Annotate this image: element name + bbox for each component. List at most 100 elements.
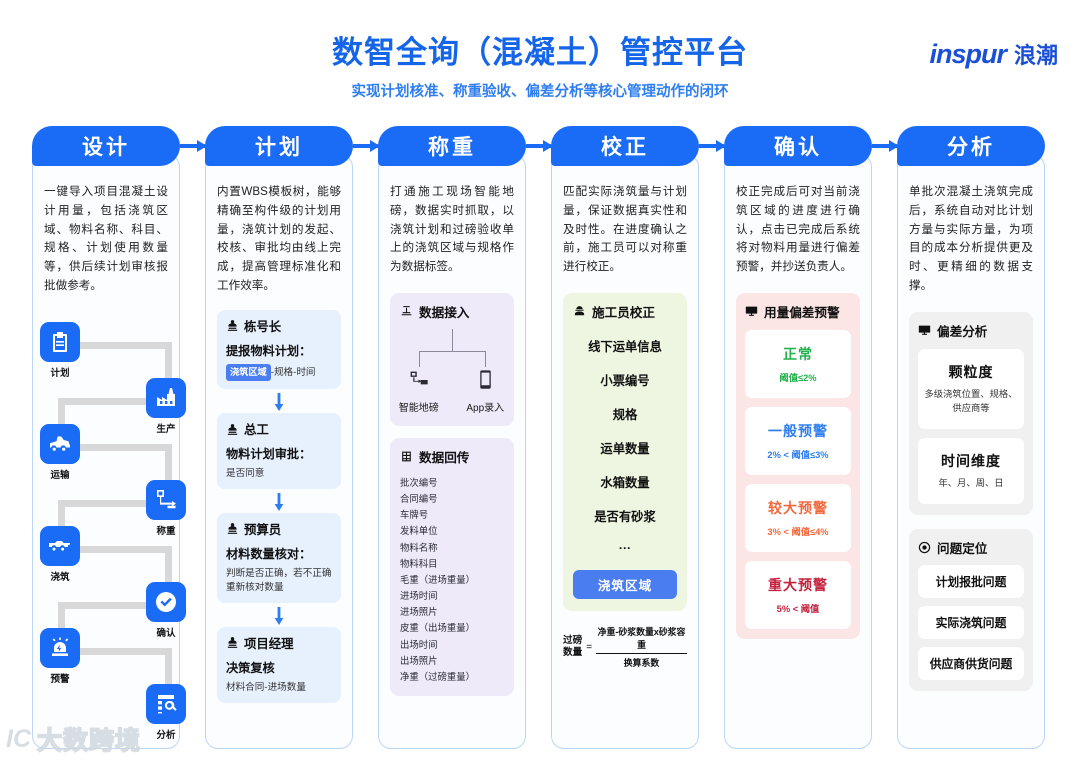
pour-zone-button[interactable]: 浇筑区域 xyxy=(573,569,677,599)
pump-truck-icon xyxy=(49,541,70,551)
flow-node-weighing[interactable] xyxy=(146,480,186,520)
flow-node-analysis[interactable] xyxy=(146,684,186,724)
deviation-analysis-panel: 偏差分析 颗粒度 多级浇筑位置、规格、供应商等 时间维度 年、月、周、日 xyxy=(909,311,1033,515)
target-icon xyxy=(918,541,931,553)
alert-level-normal[interactable]: 正常 阈值≤2% xyxy=(745,329,851,398)
alert-level-name: 正常 xyxy=(783,345,813,362)
alert-level-major[interactable]: 较大预警 3% < 阈值≤4% xyxy=(745,483,851,552)
data-access-panel: 数据接入 智能地磅 App录入 xyxy=(390,292,514,426)
role-card-project-manager[interactable]: 项目经理 决策复核 材料合同-进场数量 xyxy=(217,626,341,703)
arrow-down-icon xyxy=(274,492,284,511)
flow-connector xyxy=(58,648,172,655)
stage-title-weighing[interactable]: 称重 xyxy=(378,126,526,166)
stage-arrow-3 xyxy=(526,140,553,152)
field-item: 进场时间 xyxy=(400,590,438,602)
role-name: 预算员 xyxy=(244,522,282,537)
usage-deviation-alert-panel: 用量偏差预警 正常 阈值≤2% 一般预警 2% < 阈值≤3% 较大预警 3% … xyxy=(736,292,860,639)
flow-connector xyxy=(58,398,172,405)
flow-node-plan[interactable] xyxy=(40,322,80,362)
dimension-desc: 多级浇筑位置、规格、供应商等 xyxy=(924,388,1018,413)
stage-desc-weighing: 打通施工现场智能地磅，数据实时抓取，以浇筑计划和过磅验收单上的浇筑区域与规格作为… xyxy=(390,185,514,274)
role-card-building-chief[interactable]: 栋号长 提报物料计划： 浇筑区域-规格-时间 xyxy=(217,309,341,390)
mobile-phone-icon xyxy=(480,370,491,389)
flow-connector xyxy=(78,342,172,349)
correction-item-ellipsis: ··· xyxy=(618,540,632,555)
field-item: 物料科目 xyxy=(400,557,438,569)
flow-node-alert[interactable] xyxy=(40,628,80,668)
alert-level-name: 较大预警 xyxy=(768,499,828,516)
role-header: 项目经理 xyxy=(226,634,332,652)
data-source-branch: 智能地磅 App录入 xyxy=(399,328,504,415)
mixer-truck-icon xyxy=(50,436,70,451)
branch-line xyxy=(418,350,420,367)
deviation-analysis-header: 偏差分析 xyxy=(918,321,1024,340)
watermark-text: 大数跨境 xyxy=(36,726,142,756)
analysis-dimension-time[interactable]: 时间维度 年、月、周、日 xyxy=(918,437,1024,504)
role-detail-rest: -规格-时间 xyxy=(270,366,316,378)
issue-locating-panel: 问题定位 计划报批问题 实际浇筑问题 供应商供货问题 xyxy=(909,528,1033,691)
arrow-down-icon xyxy=(274,393,284,412)
person-icon xyxy=(227,423,238,435)
stage-title-correction[interactable]: 校正 xyxy=(551,126,699,166)
correction-item: 线下运单信息 xyxy=(588,339,662,354)
analysis-dimension-granularity[interactable]: 颗粒度 多级浇筑位置、规格、供应商等 xyxy=(918,348,1024,429)
alarm-icon xyxy=(52,637,69,656)
weighbridge-icon xyxy=(401,305,412,316)
weighbridge-icon xyxy=(157,490,176,509)
data-source-smart-scale[interactable]: 智能地磅 xyxy=(393,369,445,414)
alert-level-general[interactable]: 一般预警 2% < 阈值≤3% xyxy=(745,406,851,475)
stage-card-confirm: 校正完成后可对当前浇筑区域的进度进行确认，点击已完成后系统将对物料用量进行偏差预… xyxy=(724,154,872,749)
flow-connector xyxy=(165,648,172,700)
issue-locating-header: 问题定位 xyxy=(918,538,1024,557)
branch-line xyxy=(485,350,487,367)
monitor-icon xyxy=(745,306,758,316)
flow-node-transport[interactable] xyxy=(40,424,80,464)
flow-node-confirm[interactable] xyxy=(146,582,186,622)
correction-item: 小票编号 xyxy=(600,373,650,388)
flow-node-pouring[interactable] xyxy=(40,526,80,566)
stage-column-confirm: 确认 校正完成后可对当前浇筑区域的进度进行确认，点击已完成后系统将对物料用量进行… xyxy=(724,126,872,761)
stage-desc-confirm: 校正完成后可对当前浇筑区域的进度进行确认，点击已完成后系统将对物料用量进行偏差预… xyxy=(736,185,860,274)
field-item: 进场照片 xyxy=(400,606,438,618)
logo-wordmark: inspur xyxy=(929,39,1007,69)
data-source-app-entry[interactable]: App录入 xyxy=(459,369,511,414)
flow-node-production[interactable] xyxy=(146,378,186,418)
stage-title-design[interactable]: 设计 xyxy=(32,126,180,166)
data-feedback-title: 数据回传 xyxy=(419,450,470,465)
pour-zone-tag[interactable]: 浇筑区域 xyxy=(226,363,271,382)
issue-item-actual-pouring[interactable]: 实际浇筑问题 xyxy=(918,605,1024,639)
report-search-icon xyxy=(158,695,177,714)
formula-numerator: 净重-砂浆数量x砂浆容重 xyxy=(597,626,686,650)
field-item: 皮重（出场重量） xyxy=(400,622,476,634)
stage-title-plan[interactable]: 计划 xyxy=(205,126,353,166)
formula-left-line2: 数量 xyxy=(563,647,583,658)
watermark-mark: IC xyxy=(6,724,31,753)
stage-desc-analysis: 单批次混凝土浇筑完成后，系统自动对比计划方量与实际方量，为项目的成本分析提供更及… xyxy=(909,185,1033,292)
flow-label-production: 生产 xyxy=(156,424,176,435)
issue-item-plan-approval[interactable]: 计划报批问题 xyxy=(918,564,1024,598)
alert-level-severe[interactable]: 重大预警 5% < 阈值 xyxy=(745,560,851,629)
role-detail: 材料合同-进场数量 xyxy=(226,681,306,693)
role-header: 预算员 xyxy=(226,520,332,538)
dimension-name: 颗粒度 xyxy=(948,363,994,380)
stage-title-analysis[interactable]: 分析 xyxy=(897,126,1045,166)
role-card-budget-officer[interactable]: 预算员 材料数量核对： 判断是否正确，若不正确重新核对数量 xyxy=(217,512,341,603)
stage-card-plan: 内置WBS模板树，能够精确至构件级的计划用量，浇筑计划的发起、校核、审批均由线上… xyxy=(205,154,353,749)
worker-correction-panel: 施工员校正 线下运单信息 小票编号 规格 运单数量 水箱数量 是否有砂浆 ···… xyxy=(563,292,687,611)
worker-correction-header: 施工员校正 xyxy=(573,302,677,321)
dimension-desc: 年、月、周、日 xyxy=(938,477,1004,488)
check-circle-icon xyxy=(156,592,176,612)
issue-locating-title: 问题定位 xyxy=(937,541,988,556)
flow-label-confirm: 确认 xyxy=(156,628,176,639)
branch-line xyxy=(452,328,454,351)
field-item: 毛重（进场重量） xyxy=(400,573,476,585)
role-flow-arrow xyxy=(217,605,341,627)
role-card-chief-engineer[interactable]: 总工 物料计划审批： 是否同意 xyxy=(217,413,341,489)
issue-item-supplier-delivery[interactable]: 供应商供货问题 xyxy=(918,646,1024,680)
stage-title-confirm[interactable]: 确认 xyxy=(724,126,872,166)
flow-connector xyxy=(58,500,65,546)
alert-level-name: 重大预警 xyxy=(768,576,828,593)
worker-correction-title: 施工员校正 xyxy=(592,305,655,320)
flow-label-analysis: 分析 xyxy=(156,730,176,741)
alert-panel-title: 用量偏差预警 xyxy=(764,305,840,320)
